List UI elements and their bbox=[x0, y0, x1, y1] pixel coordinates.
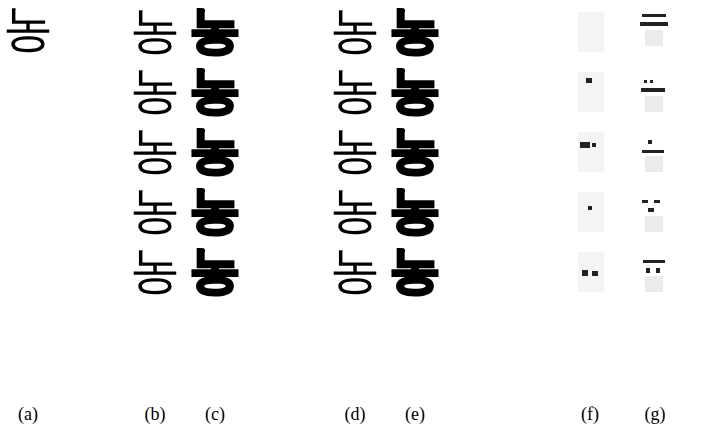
skeleton-glyph: 농 bbox=[130, 245, 180, 295]
panel-label: (a) bbox=[18, 404, 38, 425]
skeleton-glyph: 농 bbox=[130, 125, 180, 175]
dark-spots-f bbox=[580, 78, 598, 276]
bold-glyph: 농 bbox=[190, 245, 240, 295]
bold-glyph: 농 bbox=[390, 65, 440, 115]
skeleton-glyph: 농 bbox=[330, 245, 380, 295]
skeleton-glyph: 농 bbox=[130, 65, 180, 115]
skeleton-glyph: 농 bbox=[330, 185, 380, 235]
skeleton-glyph: 농 bbox=[330, 5, 380, 55]
faint-map-f bbox=[578, 12, 604, 292]
panel-label: (b) bbox=[145, 404, 166, 425]
panel-label: (f) bbox=[581, 404, 599, 425]
bold-glyph: 농 bbox=[190, 65, 240, 115]
skeleton-glyph: 농 bbox=[130, 5, 180, 55]
panel-label: (c) bbox=[205, 404, 225, 425]
panel-label: (g) bbox=[645, 404, 666, 425]
panel-label: (d) bbox=[345, 404, 366, 425]
bold-glyph: 농 bbox=[190, 125, 240, 175]
bold-glyph: 농 bbox=[190, 5, 240, 55]
bold-glyph: 농 bbox=[390, 245, 440, 295]
panel-label: (e) bbox=[405, 404, 425, 425]
bold-glyph: 농 bbox=[190, 185, 240, 235]
dark-spots-g bbox=[640, 14, 668, 273]
skeleton-glyph: 농 bbox=[130, 185, 180, 235]
source-glyph: 농 bbox=[3, 3, 53, 53]
skeleton-glyph: 농 bbox=[330, 125, 380, 175]
bold-glyph: 농 bbox=[390, 5, 440, 55]
bold-glyph: 농 bbox=[390, 125, 440, 175]
skeleton-glyph: 농 bbox=[330, 65, 380, 115]
bold-glyph: 농 bbox=[390, 185, 440, 235]
faint-noise-g bbox=[645, 30, 663, 292]
